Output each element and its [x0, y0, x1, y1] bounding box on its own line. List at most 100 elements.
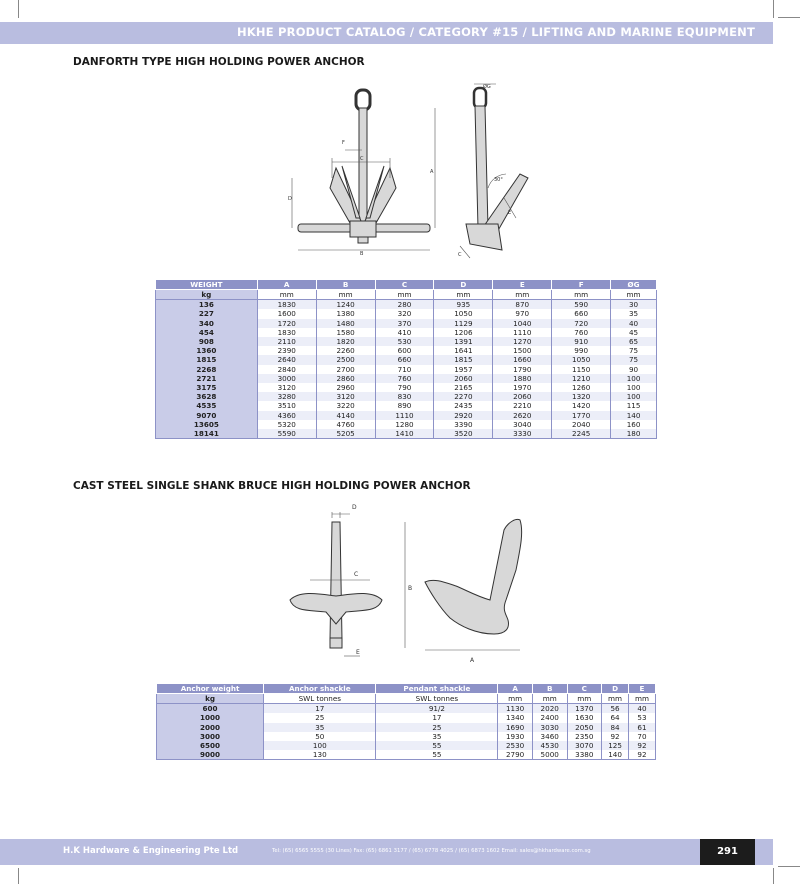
table-cell: 908	[155, 337, 258, 347]
footer-company: H.K Hardware & Engineering Pte Ltd	[63, 846, 239, 856]
crop-mark	[778, 17, 800, 18]
crop-mark	[773, 868, 774, 884]
table-cell: 2390	[256, 346, 317, 356]
column-header: C	[374, 279, 435, 290]
table-cell: 9070	[155, 410, 258, 420]
column-header: Pendant shackle	[375, 683, 499, 694]
dim-label-c: C	[354, 571, 358, 578]
table-cell: 1880	[492, 373, 553, 384]
table-cell: 720	[551, 318, 612, 328]
table-cell: 1206	[433, 327, 494, 338]
table-cell: 1830	[256, 327, 317, 338]
table-cell: 40	[628, 703, 656, 714]
table-cell: 18141	[155, 429, 258, 440]
table-cell: 2620	[492, 410, 553, 420]
table-cell: 1830	[256, 299, 317, 310]
table-cell: 61	[628, 722, 656, 732]
unit-cell: SWL tonnes	[263, 693, 377, 705]
table-cell: 84	[601, 722, 630, 732]
table-cell: 1110	[374, 410, 435, 420]
table-cell: 2400	[531, 713, 568, 723]
table-cell: 40	[610, 318, 657, 328]
table-cell: 710	[374, 364, 435, 374]
table-cell: 25	[263, 713, 377, 723]
table-cell: 50	[263, 731, 377, 742]
dim-label-e: E	[356, 649, 360, 656]
unit-cell: mm	[497, 693, 533, 705]
table-cell: 3120	[256, 383, 317, 393]
table-cell: 3510	[256, 401, 317, 411]
table-cell: 600	[374, 346, 435, 356]
table-cell: 100	[610, 373, 657, 384]
dim-label-e: E	[508, 210, 511, 216]
table-cell: 2640	[256, 355, 317, 365]
table-cell: 92	[628, 750, 656, 761]
table-cell: 1320	[551, 392, 612, 402]
dim-label-b: B	[360, 251, 364, 257]
table-cell: 1370	[566, 703, 603, 714]
table-cell: 35	[263, 722, 377, 732]
table-cell: 1340	[497, 713, 533, 723]
page-number: 291	[717, 846, 738, 857]
dim-label-c: C	[360, 156, 364, 162]
table-cell: 3000	[256, 373, 317, 384]
table-cell: 1600	[256, 309, 317, 319]
table-cell: 2435	[433, 401, 494, 411]
table-cell: 4760	[315, 419, 376, 430]
header-bar: HKHE PRODUCT CATALOG / CATEGORY #15 / LI…	[0, 22, 773, 44]
table-cell: 2060	[433, 373, 494, 384]
table-cell: 1110	[492, 327, 553, 338]
crop-mark	[773, 0, 774, 18]
table-cell: 1720	[256, 318, 317, 328]
column-header: F	[551, 279, 612, 290]
unit-cell: mm	[628, 693, 656, 705]
table-cell: 1930	[497, 731, 533, 742]
table-cell: 2350	[566, 731, 603, 742]
table-cell: 55	[375, 741, 499, 751]
table-cell: 530	[374, 337, 435, 347]
table-cell: 1380	[315, 309, 376, 319]
table-cell: 2210	[492, 401, 553, 411]
table-cell: 2110	[256, 337, 317, 347]
table-cell: 2050	[566, 722, 603, 732]
table-cell: 660	[551, 309, 612, 319]
unit-cell: kg	[155, 693, 265, 705]
dim-label-f: F	[342, 140, 345, 146]
table-cell: 2790	[497, 750, 533, 761]
table-cell: 910	[551, 337, 612, 347]
table-cell: 3220	[315, 401, 376, 411]
unit-cell: mm	[492, 289, 553, 301]
table-cell: 3460	[531, 731, 568, 742]
column-header: A	[256, 279, 317, 290]
column-header: Anchor weight	[155, 683, 265, 694]
table-cell: 5000	[531, 750, 568, 761]
table-cell: 3040	[492, 419, 553, 430]
table-cell: 2500	[315, 355, 376, 365]
table-cell: 760	[374, 373, 435, 384]
table-cell: 35	[375, 731, 499, 742]
table-cell: 75	[610, 346, 657, 356]
table-cell: 1957	[433, 364, 494, 374]
table-cell: 4140	[315, 410, 376, 420]
bruce-anchor-diagram: D C B E A	[289, 504, 523, 664]
table-cell: 90	[610, 364, 657, 374]
table-cell: 136	[155, 299, 258, 310]
table-cell: 5590	[256, 429, 317, 440]
table-cell: 1280	[374, 419, 435, 430]
table-cell: 935	[433, 299, 494, 310]
section-title-danforth: DANFORTH TYPE HIGH HOLDING POWER ANCHOR	[73, 56, 365, 68]
table-cell: 2000	[155, 722, 265, 732]
table-cell: 3280	[256, 392, 317, 402]
table-cell: 2020	[531, 703, 568, 714]
table-cell: 55	[375, 750, 499, 761]
table-cell: 115	[610, 401, 657, 411]
